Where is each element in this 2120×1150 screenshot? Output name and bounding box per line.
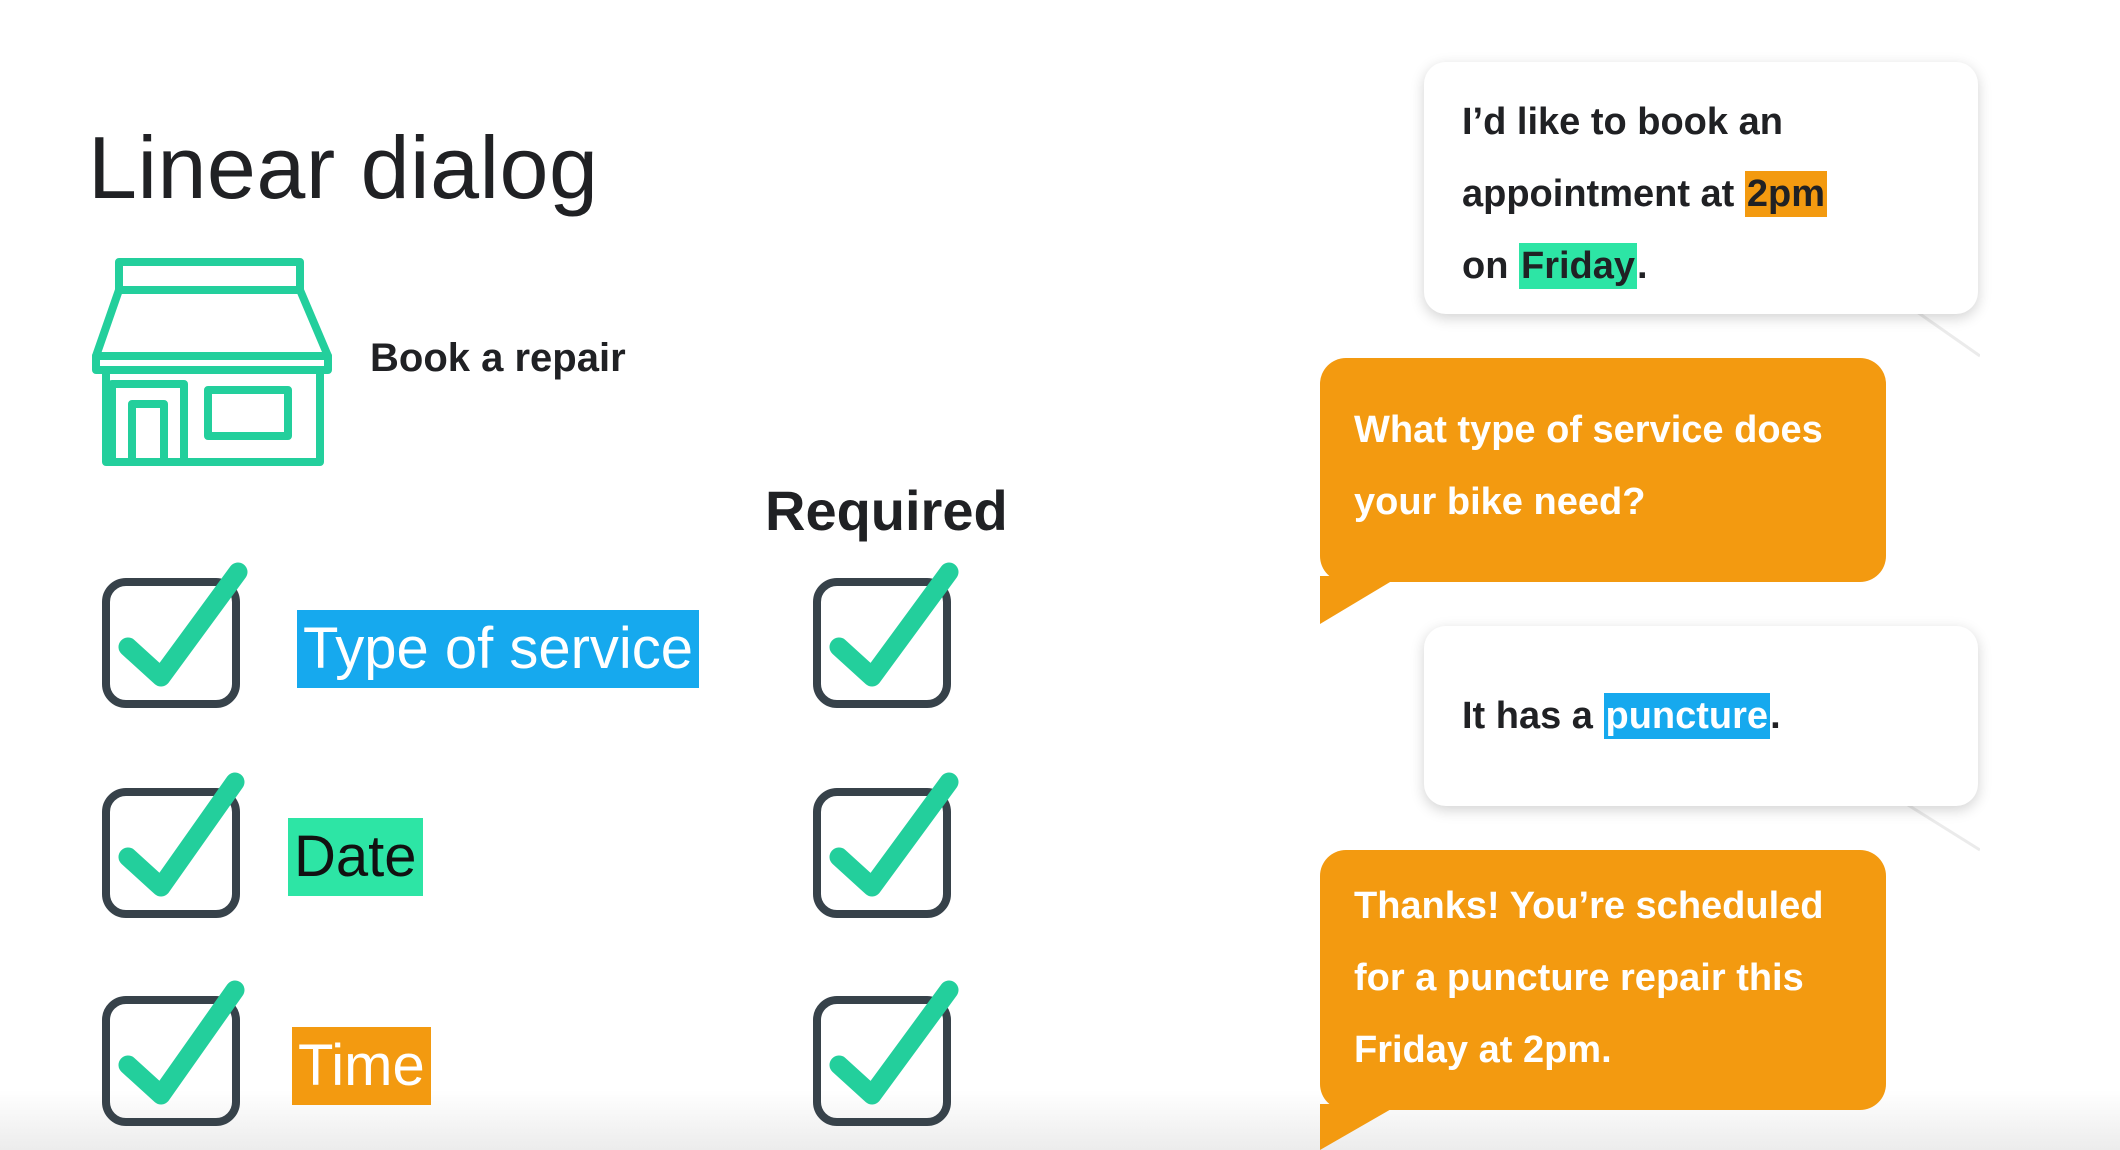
bot-bubble-1-tail — [1320, 576, 1400, 624]
bot-message-1-line1: What type of service does — [1354, 409, 1823, 451]
slot-filled-checkbox-time[interactable] — [98, 980, 248, 1130]
bot-message-2: Thanks! You’re scheduled for a puncture … — [1320, 850, 1886, 1110]
slot-filled-checkbox-service[interactable] — [98, 562, 248, 712]
user-message-2-text: It has a — [1462, 695, 1604, 737]
required-checkbox-service[interactable] — [809, 562, 959, 712]
bot-message-2-line1: Thanks! You’re scheduled — [1354, 885, 1824, 927]
user-message-1-line3: on Friday. — [1462, 230, 1940, 302]
entity-time: 2pm — [1744, 171, 1828, 217]
bot-message-2-line2: for a puncture repair this — [1354, 957, 1804, 999]
bot-message-2-line3: Friday at 2pm. — [1354, 1029, 1612, 1071]
user-message-1-line1: I’d like to book an — [1462, 101, 1783, 143]
user-message-1-line2: appointment at 2pm — [1462, 158, 1940, 230]
user-message-1-line3-text: on — [1462, 245, 1519, 287]
slot-filled-checkbox-date[interactable] — [98, 772, 248, 922]
required-checkbox-date[interactable] — [809, 772, 959, 922]
bot-bubble-2-tail — [1320, 1104, 1400, 1150]
entity-service: puncture — [1603, 693, 1771, 739]
bot-message-1: What type of service does your bike need… — [1320, 358, 1886, 582]
user-message-1: I’d like to book an appointment at 2pm o… — [1424, 62, 1978, 314]
user-message-1-period: . — [1637, 245, 1648, 287]
slot-label-service: Type of service — [297, 610, 700, 688]
user-bubble-2-tail — [1900, 800, 1980, 852]
entity-date: Friday — [1518, 243, 1638, 289]
user-message-1-line2-text: appointment at — [1462, 173, 1745, 215]
slot-label-time: Time — [292, 1027, 431, 1105]
bot-message-1-line2: your bike need? — [1354, 481, 1646, 523]
user-message-2: It has a puncture. — [1424, 626, 1978, 806]
storefront-icon — [92, 258, 332, 466]
required-heading: Required — [765, 479, 1008, 542]
required-checkbox-time[interactable] — [809, 980, 959, 1130]
page-title: Linear dialog — [88, 118, 599, 217]
user-message-2-period: . — [1770, 695, 1781, 737]
slot-label-date: Date — [288, 818, 423, 896]
task-label: Book a repair — [370, 336, 626, 380]
